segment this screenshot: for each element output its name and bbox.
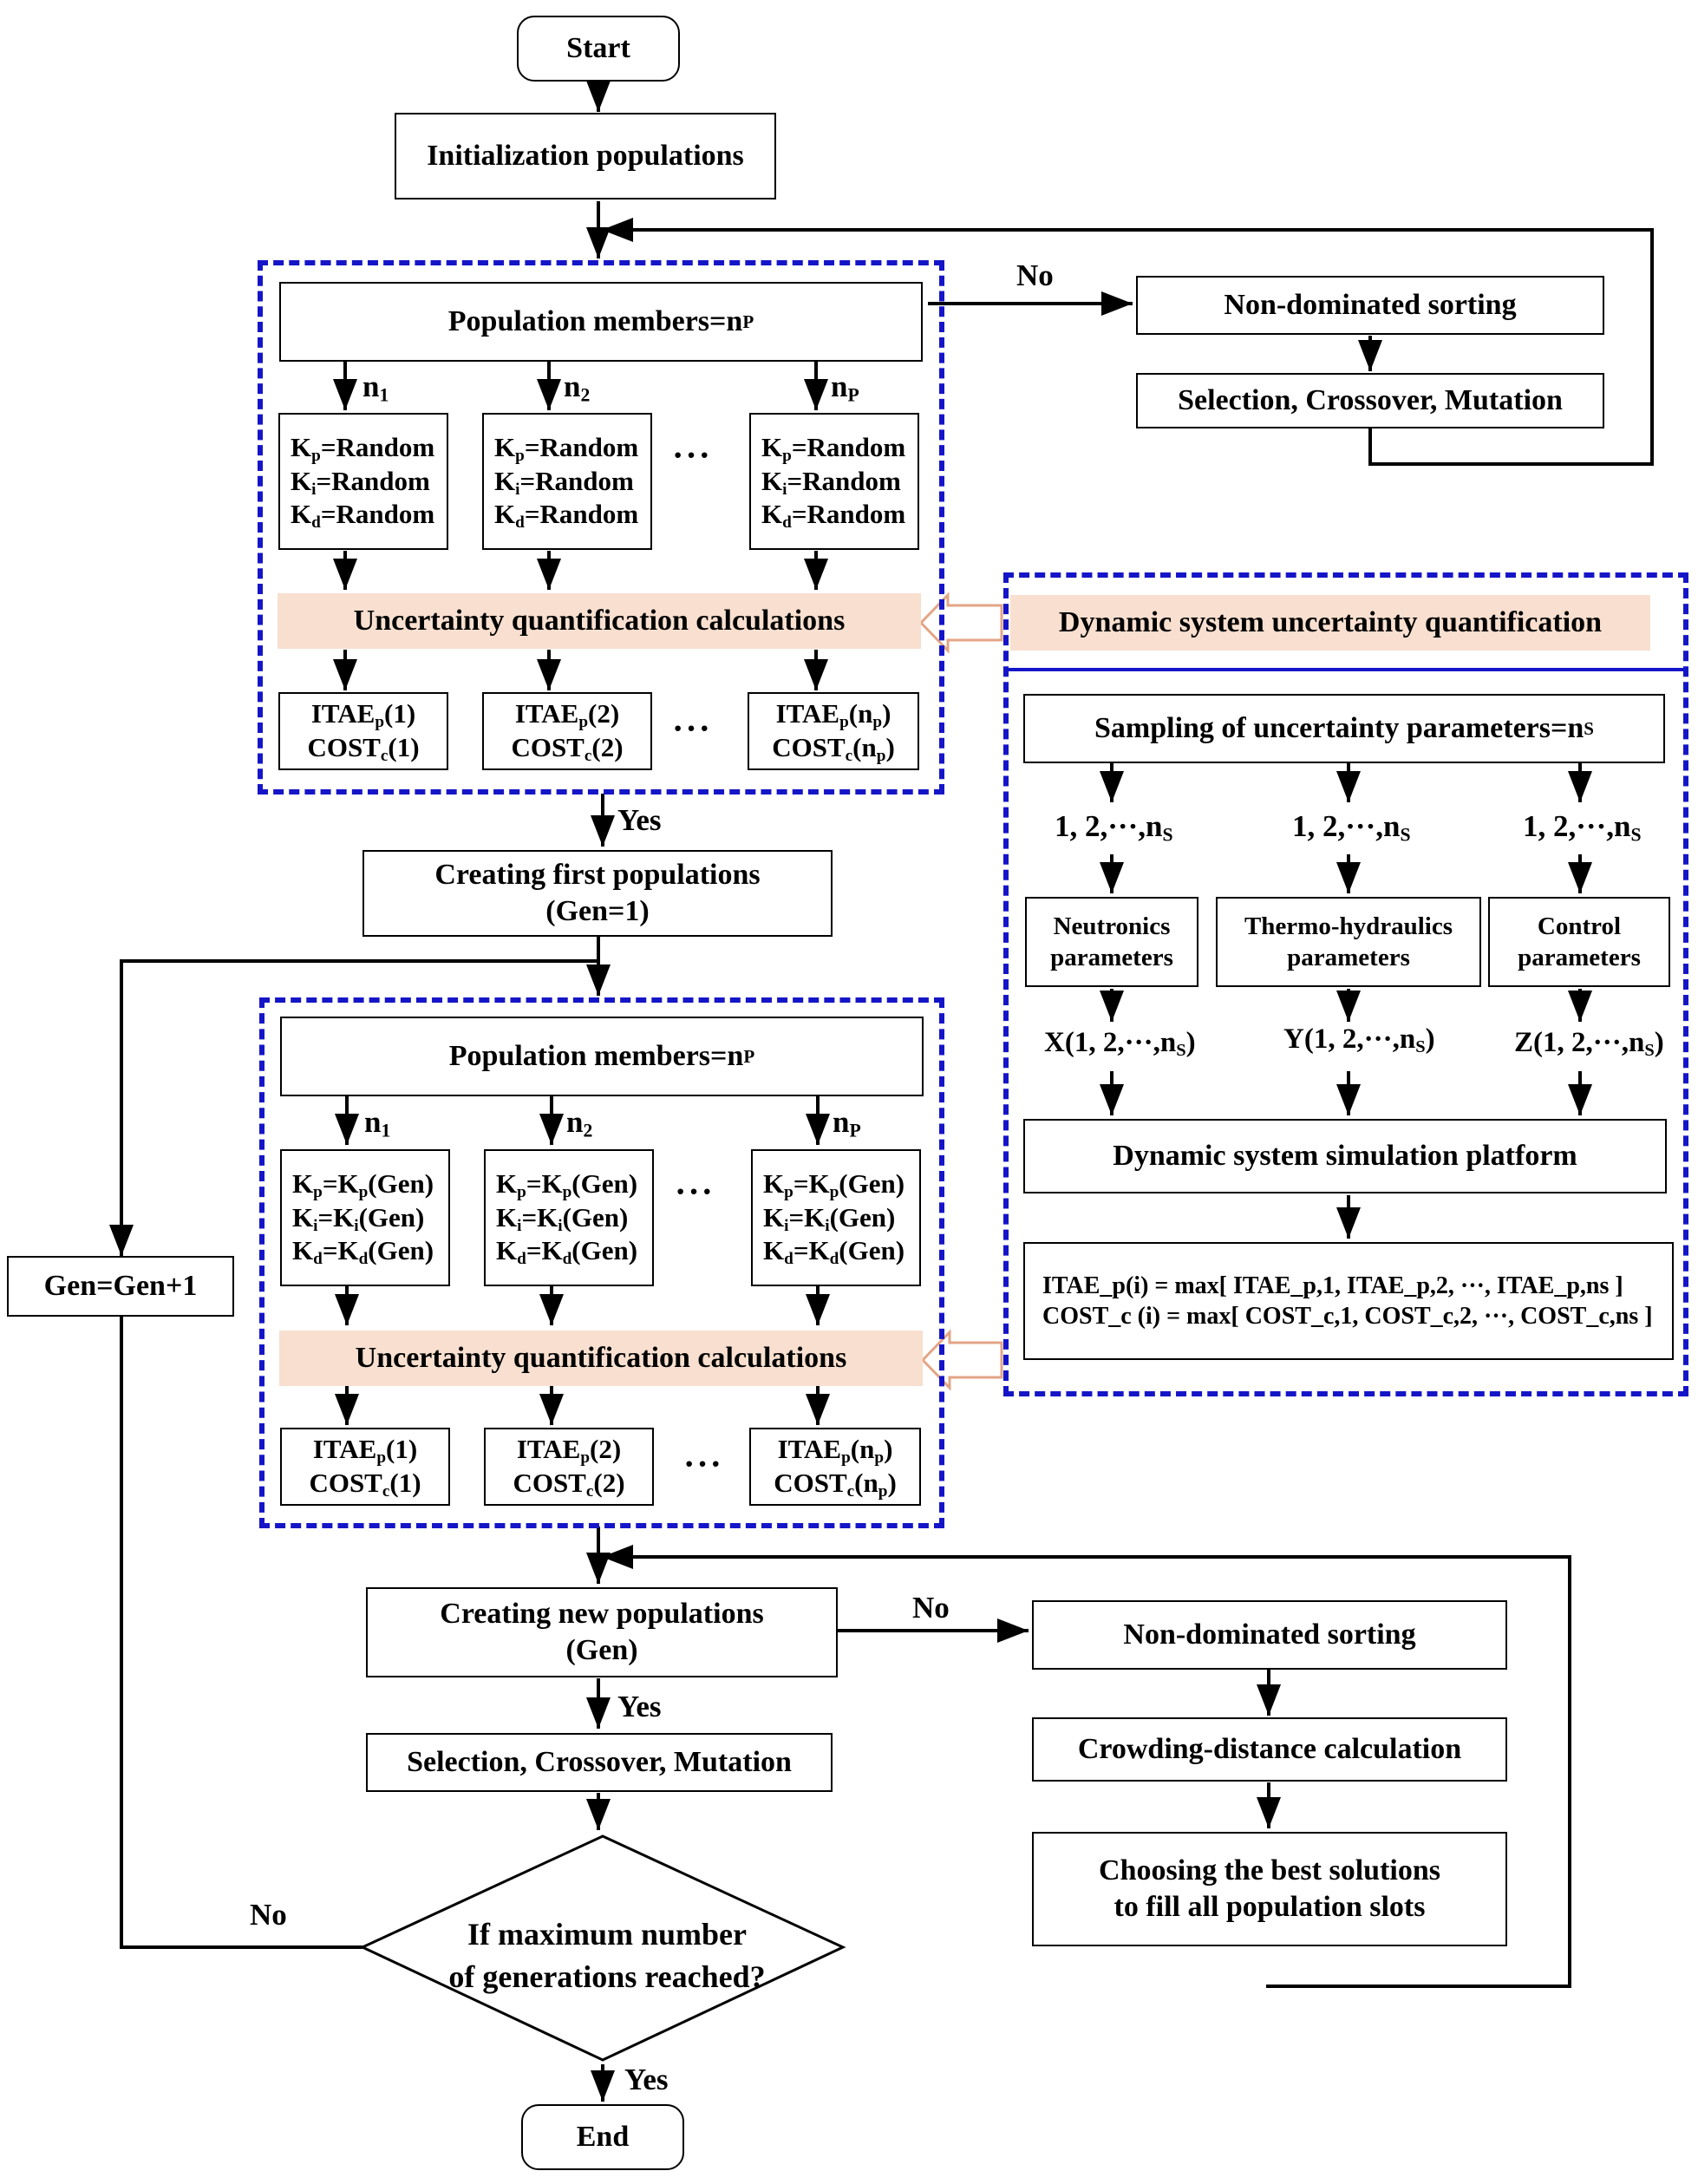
decision-text: If maximum number of generations reached… [448,1917,766,1994]
simulation-platform: Dynamic system simulation platform [1023,1119,1667,1193]
uq-calc-bottom: Uncertainty quantification calculations [279,1331,923,1386]
edge-label-yes-2: Yes [617,1690,662,1723]
evaluation-group-top [258,260,944,794]
edge-label-yes-1: Yes [617,803,662,837]
initialization-box: Initialization populations [395,113,776,199]
vector-z: Z(1, 2,···,nS) [1514,1027,1664,1061]
branch-label-n1-bottom: n1 [364,1105,391,1141]
vector-y: Y(1, 2,···,nS) [1283,1023,1435,1057]
thermo-hydraulics-parameters: Thermo-hydraulics parameters [1216,897,1481,987]
non-dominated-sorting-top: Non-dominated sorting [1136,276,1604,335]
loop-bottom [602,1545,1571,1988]
uq-panel [1003,572,1688,1396]
branch-label-n2: n2 [564,369,591,406]
ellipsis-outputs-top: ··· [672,709,713,748]
creating-first-populations: Creating first populations (Gen=1) [362,850,833,937]
edge-label-no-decision: No [250,1898,287,1932]
branch-label-np-bottom: nP [833,1105,861,1141]
generation-increment: Gen=Gen+1 [7,1256,234,1317]
selection-crossover-mutation-bottom: Selection, Crossover, Mutation [366,1733,833,1792]
non-dominated-sorting-bottom: Non-dominated sorting [1032,1600,1507,1670]
gen-output-box-n: ITAEp(np) COSTc(np) [749,1428,921,1506]
max-formula-box: ITAE_p(i) = max[ ITAE_p,1, ITAE_p,2, ···… [1023,1242,1674,1360]
decision-diamond [359,1834,846,2062]
ellipsis-gains-bottom: ··· [675,1172,715,1211]
gains-box-1: Kp=Random Ki=Random Kd=Random [278,413,448,550]
uq-panel-divider [1003,668,1688,671]
crowding-distance-box: Crowding-distance calculation [1032,1717,1507,1782]
branch-label-n1: n1 [362,369,389,406]
branch-label-n2-bottom: n2 [566,1105,593,1141]
selection-crossover-mutation-top: Selection, Crossover, Mutation [1136,373,1604,428]
gains-box-n: Kp=Random Ki=Random Kd=Random [749,413,919,550]
vector-x: X(1, 2,···,nS) [1044,1027,1196,1061]
gen-gains-box-2: Kp=Kp(Gen) Ki=Ki(Gen) Kd=Kd(Gen) [484,1149,654,1286]
ellipsis-gains-top: ··· [672,435,713,474]
sample-index-1: 1, 2,···,nS [1055,809,1173,846]
end-node: End [521,2104,684,2170]
ellipsis-outputs-bottom: ··· [683,1444,724,1483]
edge-label-no-top: No [1016,258,1054,292]
formula-cost: COST_c (i) = max[ COST_c,1, COST_c,2, ··… [1042,1303,1653,1330]
output-box-2: ITAEp(2) COSTc(2) [482,692,652,770]
uq-calc-top: Uncertainty quantification calculations [278,593,921,649]
sample-index-2: 1, 2,···,nS [1292,809,1411,846]
neutronics-parameters: Neutronics parameters [1025,897,1198,987]
choosing-best-solutions: Choosing the best solutions to fill all … [1032,1832,1507,1946]
edge-label-yes-end: Yes [624,2063,669,2096]
start-node: Start [517,16,680,82]
control-parameters: Control parameters [1488,897,1670,987]
gen-output-box-2: ITAEp(2) COSTc(2) [484,1428,654,1506]
gen-gains-box-n: Kp=Kp(Gen) Ki=Ki(Gen) Kd=Kd(Gen) [751,1149,921,1286]
output-box-1: ITAEp(1) COSTc(1) [278,692,448,770]
formula-itae: ITAE_p(i) = max[ ITAE_p,1, ITAE_p,2, ···… [1042,1272,1623,1299]
output-box-n: ITAEp(np) COSTc(np) [748,692,919,770]
gen-gains-box-1: Kp=Kp(Gen) Ki=Ki(Gen) Kd=Kd(Gen) [280,1149,450,1286]
uq-panel-header: Dynamic system uncertainty quantificatio… [1010,595,1650,651]
gen-output-box-1: ITAEp(1) COSTc(1) [280,1428,450,1506]
evaluation-group-bottom [259,997,944,1528]
gains-box-2: Kp=Random Ki=Random Kd=Random [482,413,652,550]
branch-label-np: nP [831,369,859,406]
loop-top [602,218,1654,466]
sample-index-3: 1, 2,···,nS [1523,809,1642,846]
creating-new-populations: Creating new populations (Gen) [366,1587,838,1677]
edge-label-no-bottom: No [912,1591,950,1625]
